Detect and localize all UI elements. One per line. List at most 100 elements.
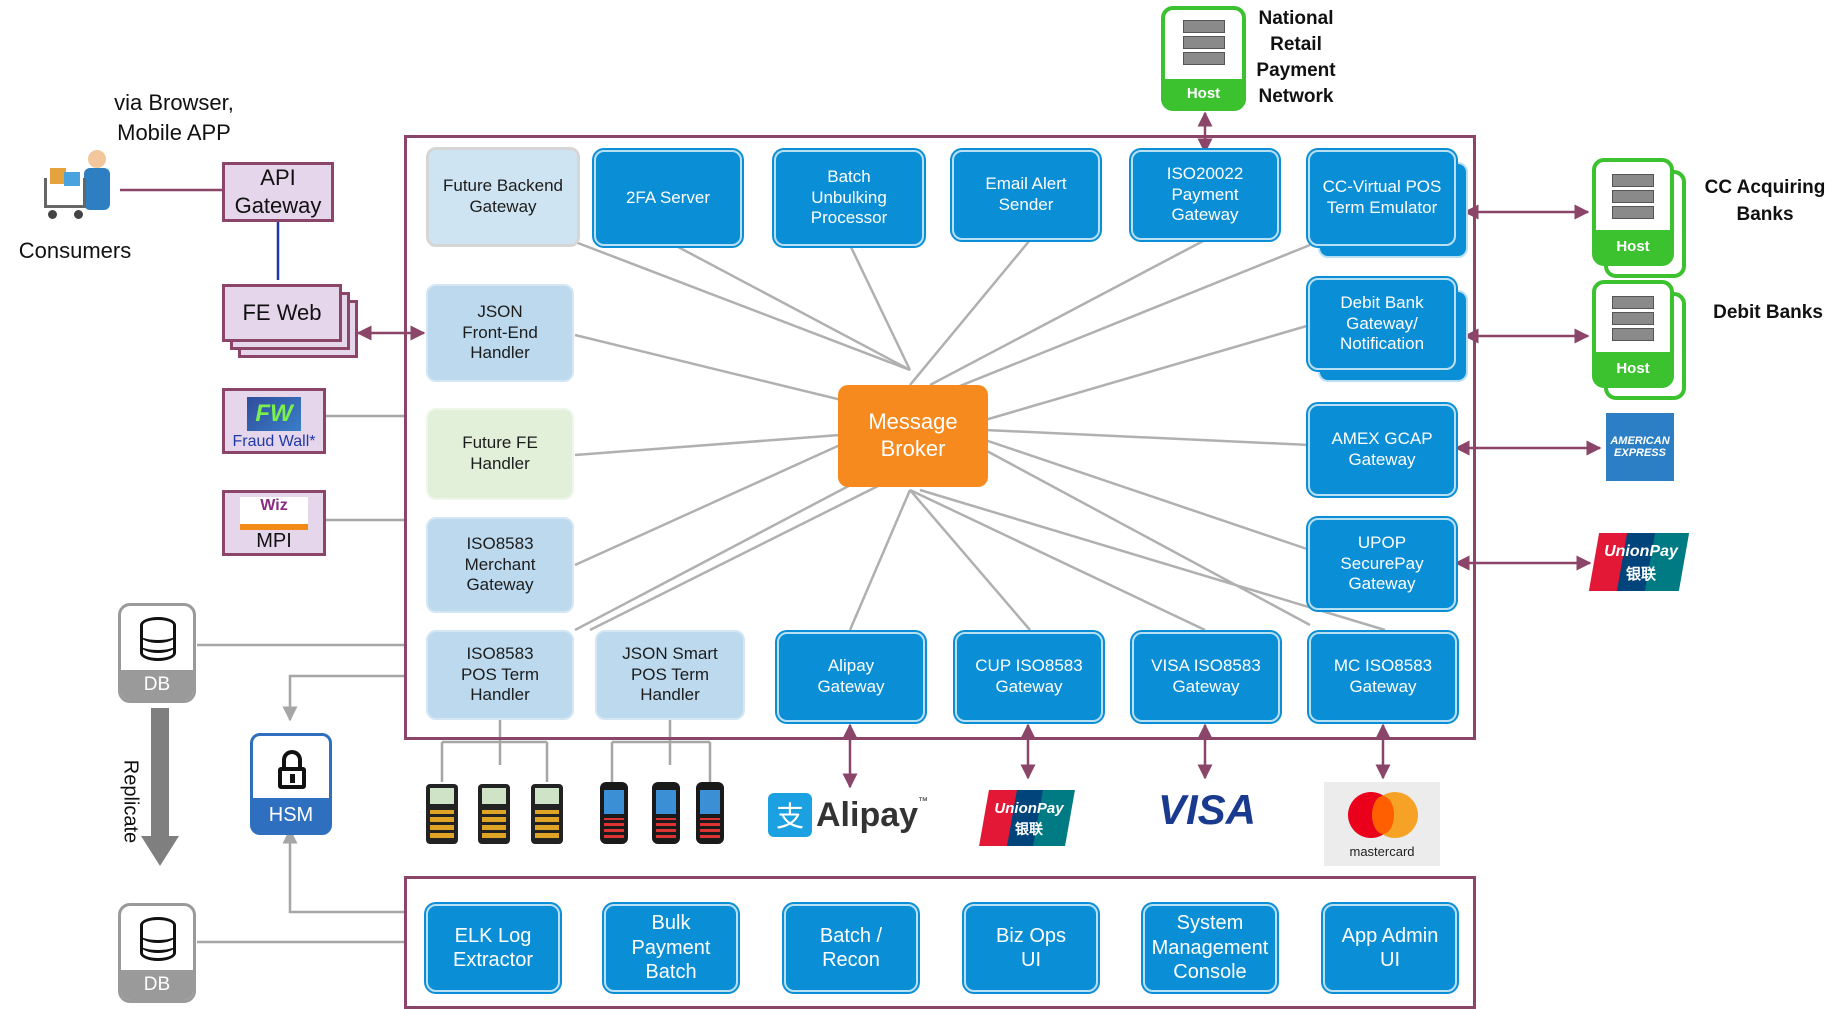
smart-pos-icon bbox=[600, 782, 628, 844]
2fa-server: 2FA Server bbox=[594, 150, 742, 246]
label-line: Handler bbox=[470, 454, 530, 473]
database-icon bbox=[140, 917, 176, 961]
label-line: Future Backend bbox=[442, 176, 563, 196]
cc-acquiring-label: CC Acquiring Banks bbox=[1700, 174, 1830, 228]
iso20022-payment-gateway: ISO20022 Payment Gateway bbox=[1131, 150, 1279, 240]
host-label: Host bbox=[1165, 79, 1242, 107]
iso8583-merchant-gateway: ISO8583 Merchant Gateway bbox=[426, 517, 574, 613]
shopping-cart-icon bbox=[40, 150, 120, 228]
db-bottom: DB bbox=[118, 903, 196, 1003]
label-line: ISO20022 bbox=[1166, 163, 1244, 183]
label-line: Merchant bbox=[464, 554, 536, 574]
label-line: Debit Bank bbox=[1340, 292, 1424, 312]
cc-acquiring-host: Host bbox=[1592, 158, 1688, 280]
json-smart-pos-term-handler: JSON Smart POS Term Handler bbox=[595, 630, 745, 720]
label-line: Processor bbox=[810, 208, 888, 228]
label-line: Term Emulator bbox=[1326, 198, 1438, 217]
batch-unbulking-processor: Batch Unbulking Processor bbox=[774, 150, 924, 246]
national-network-label: National Retail Payment Network bbox=[1246, 6, 1346, 110]
label-line: Gateway bbox=[1172, 677, 1240, 696]
label-line: Batch / bbox=[819, 924, 883, 947]
logo-text: ™ bbox=[918, 796, 929, 807]
label-line: JSON Smart bbox=[622, 643, 718, 663]
label-line: Message bbox=[868, 409, 958, 435]
mpi-box: Wiz MPI bbox=[222, 490, 326, 556]
alipay-mark-icon: 支 bbox=[768, 793, 812, 837]
logo-text: UnionPay bbox=[1604, 543, 1678, 560]
core-platform-frame bbox=[404, 135, 1476, 740]
label-line: API bbox=[260, 165, 296, 190]
unionpay-logo-right: UnionPay 银联 bbox=[1588, 533, 1690, 591]
label-line: Extractor bbox=[452, 949, 534, 971]
label-line: POS Term bbox=[460, 664, 540, 684]
unionpay-logo-bottom: UnionPay 银联 bbox=[979, 790, 1075, 846]
label-line: Banks bbox=[1736, 204, 1794, 225]
bulk-payment-batch: Bulk Payment Batch bbox=[604, 904, 738, 992]
label-line: Alipay bbox=[827, 656, 875, 676]
label-line: UI bbox=[1021, 949, 1041, 971]
label-line: MC ISO8583 bbox=[1333, 656, 1433, 676]
label-line: Gateway bbox=[1349, 677, 1417, 696]
fraud-wall-logo: FW bbox=[247, 397, 301, 431]
label-line: 2FA Server bbox=[625, 187, 711, 207]
label-line: Gateway bbox=[995, 677, 1063, 696]
debit-banks-host: Host bbox=[1592, 280, 1688, 402]
hsm-label: HSM bbox=[253, 798, 329, 832]
amex-gcap-gateway: AMEX GCAP Gateway bbox=[1308, 404, 1456, 496]
pos-terminal-icon bbox=[478, 784, 510, 844]
future-backend-gateway: Future Backend Gateway bbox=[426, 147, 580, 247]
label-line: Batch bbox=[645, 961, 697, 984]
label-line: Handler bbox=[470, 685, 530, 705]
label-line: CUP ISO8583 bbox=[975, 656, 1083, 676]
api-gateway-box: API Gateway bbox=[222, 162, 334, 222]
server-icon bbox=[1612, 174, 1654, 219]
db-label: DB bbox=[121, 970, 193, 1000]
logo-text: 银联 bbox=[1625, 566, 1656, 583]
db-label: DB bbox=[121, 670, 193, 700]
label-line: Gateway bbox=[466, 575, 534, 595]
label-line: Gateway bbox=[234, 193, 322, 218]
server-icon bbox=[1183, 20, 1225, 65]
label-line: AMEX GCAP bbox=[1331, 429, 1433, 449]
label-line: SecurePay bbox=[1340, 553, 1424, 573]
label-line: Retail bbox=[1270, 34, 1322, 55]
label-line: Email Alert bbox=[985, 174, 1067, 194]
label-line: UI bbox=[1380, 949, 1400, 971]
label-line: Mobile APP bbox=[117, 120, 231, 145]
logo-text: mastercard bbox=[1349, 844, 1415, 859]
label-line: Gateway bbox=[469, 197, 537, 216]
label-line: CC Acquiring bbox=[1704, 177, 1826, 198]
hsm-box: HSM bbox=[250, 733, 332, 835]
database-icon bbox=[140, 617, 176, 661]
consumers-label: Consumers bbox=[18, 238, 132, 263]
replicate-label: Replicate bbox=[119, 759, 142, 844]
visa-logo: VISA bbox=[1157, 786, 1257, 833]
replicate-arrow bbox=[141, 708, 179, 866]
label-line: via Browser, bbox=[114, 90, 234, 115]
label-line: Sender bbox=[998, 195, 1054, 214]
label-line: Payment bbox=[1256, 60, 1336, 81]
label-line: Gateway bbox=[1348, 450, 1416, 469]
label-line: VISA ISO8583 bbox=[1151, 656, 1261, 676]
label-line: Gateway bbox=[817, 677, 885, 696]
label-line: Payment Gateway bbox=[1171, 184, 1239, 225]
label-line: Front-End bbox=[462, 322, 538, 342]
upop-securepay-gateway: UPOP SecurePay Gateway bbox=[1308, 518, 1456, 610]
logo-text: Alipay bbox=[816, 795, 919, 834]
label-line: Biz Ops bbox=[995, 924, 1067, 947]
operations-frame bbox=[404, 876, 1476, 1009]
mc-iso8583-gateway: MC ISO8583 Gateway bbox=[1309, 632, 1457, 722]
alipay-logo: 支 Alipay ™ bbox=[768, 790, 938, 840]
app-admin-ui: App Admin UI bbox=[1323, 904, 1457, 992]
logo-text: EXPRESS bbox=[1614, 447, 1666, 459]
label-line: UPOP bbox=[1357, 532, 1407, 552]
fe-web-box: FE Web bbox=[222, 284, 342, 342]
mpi-logo: Wiz bbox=[240, 497, 308, 530]
label-line: Gateway bbox=[1348, 574, 1416, 594]
label-line: Handler bbox=[470, 343, 530, 363]
label-line: CC-Virtual POS bbox=[1322, 177, 1442, 197]
db-top: DB bbox=[118, 603, 196, 703]
label-line: Future FE bbox=[462, 433, 538, 453]
label-line: Handler bbox=[640, 685, 700, 705]
external-arrows bbox=[356, 111, 1602, 789]
